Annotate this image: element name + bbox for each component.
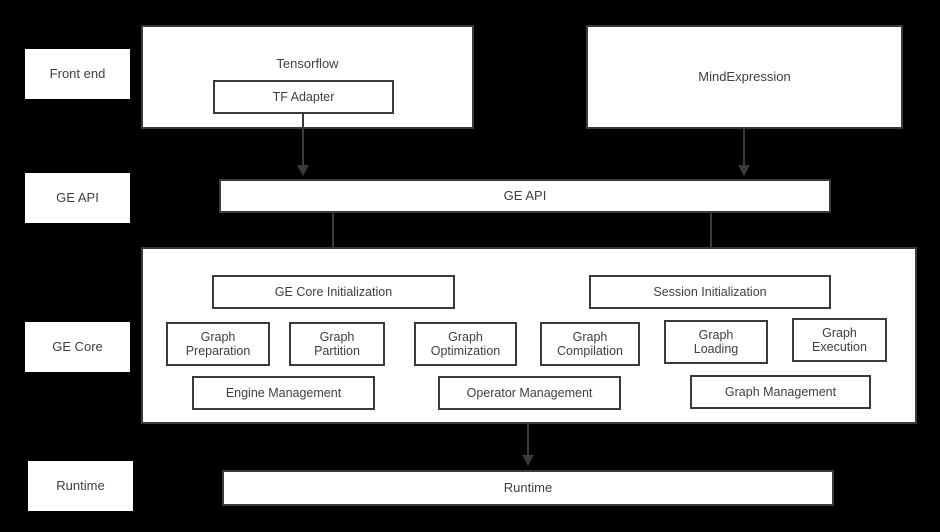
connector-ge-core-to-runtime xyxy=(527,424,529,457)
session-initialization-box[interactable]: Session Initialization xyxy=(589,275,831,309)
mindexpression-label: MindExpression xyxy=(698,68,791,84)
graph-optimization-box[interactable]: Graph Optimization xyxy=(414,322,517,366)
tensorflow-label: Tensorflow xyxy=(276,56,339,71)
arrowhead-mindexpression-to-ge-api xyxy=(738,165,750,176)
connector-tf-adapter-to-ge-api xyxy=(302,113,304,166)
runtime-bar[interactable]: Runtime xyxy=(222,470,834,506)
graph-optimization-label: Graph Optimization xyxy=(430,329,501,358)
graph-management-label: Graph Management xyxy=(724,384,837,399)
graph-loading-box[interactable]: Graph Loading xyxy=(664,320,768,364)
session-initialization-label: Session Initialization xyxy=(653,284,767,299)
graph-partition-box[interactable]: Graph Partition xyxy=(289,322,385,366)
ge-api-label: GE API xyxy=(503,187,547,203)
graph-execution-box[interactable]: Graph Execution xyxy=(792,318,887,362)
graph-compilation-box[interactable]: Graph Compilation xyxy=(540,322,640,366)
graph-management-box[interactable]: Graph Management xyxy=(690,375,871,409)
runtime-label: Runtime xyxy=(503,479,553,495)
operator-management-box[interactable]: Operator Management xyxy=(438,376,621,410)
connector-mindexpression-to-ge-api xyxy=(743,129,745,166)
graph-preparation-label: Graph Preparation xyxy=(185,329,251,358)
ge-api-bar[interactable]: GE API xyxy=(219,179,831,213)
arrowhead-tf-adapter-to-ge-api xyxy=(297,165,309,176)
layer-label-ge-core: GE Core xyxy=(25,322,130,372)
layer-label-ge-api: GE API xyxy=(25,173,130,223)
ge-core-initialization-label: GE Core Initialization xyxy=(274,284,393,299)
connector-ge-api-to-core-init xyxy=(332,213,334,264)
graph-compilation-label: Graph Compilation xyxy=(556,329,623,358)
tf-adapter-label: TF Adapter xyxy=(272,89,335,104)
layer-label-front-end: Front end xyxy=(25,49,130,99)
graph-execution-label: Graph Execution xyxy=(812,325,867,354)
layer-label-runtime: Runtime xyxy=(28,461,133,511)
arrowhead-ge-core-to-runtime xyxy=(522,455,534,466)
operator-management-label: Operator Management xyxy=(466,385,593,400)
graph-partition-label: Graph Partition xyxy=(314,329,360,358)
mindexpression-box[interactable]: MindExpression xyxy=(586,25,903,129)
graph-preparation-box[interactable]: Graph Preparation xyxy=(166,322,270,366)
engine-management-label: Engine Management xyxy=(225,385,342,400)
engine-management-box[interactable]: Engine Management xyxy=(192,376,375,410)
graph-loading-label: Graph Loading xyxy=(693,327,739,356)
tf-adapter-box[interactable]: TF Adapter xyxy=(213,80,394,114)
connector-ge-api-to-session-init xyxy=(710,213,712,264)
ge-core-initialization-box[interactable]: GE Core Initialization xyxy=(212,275,455,309)
